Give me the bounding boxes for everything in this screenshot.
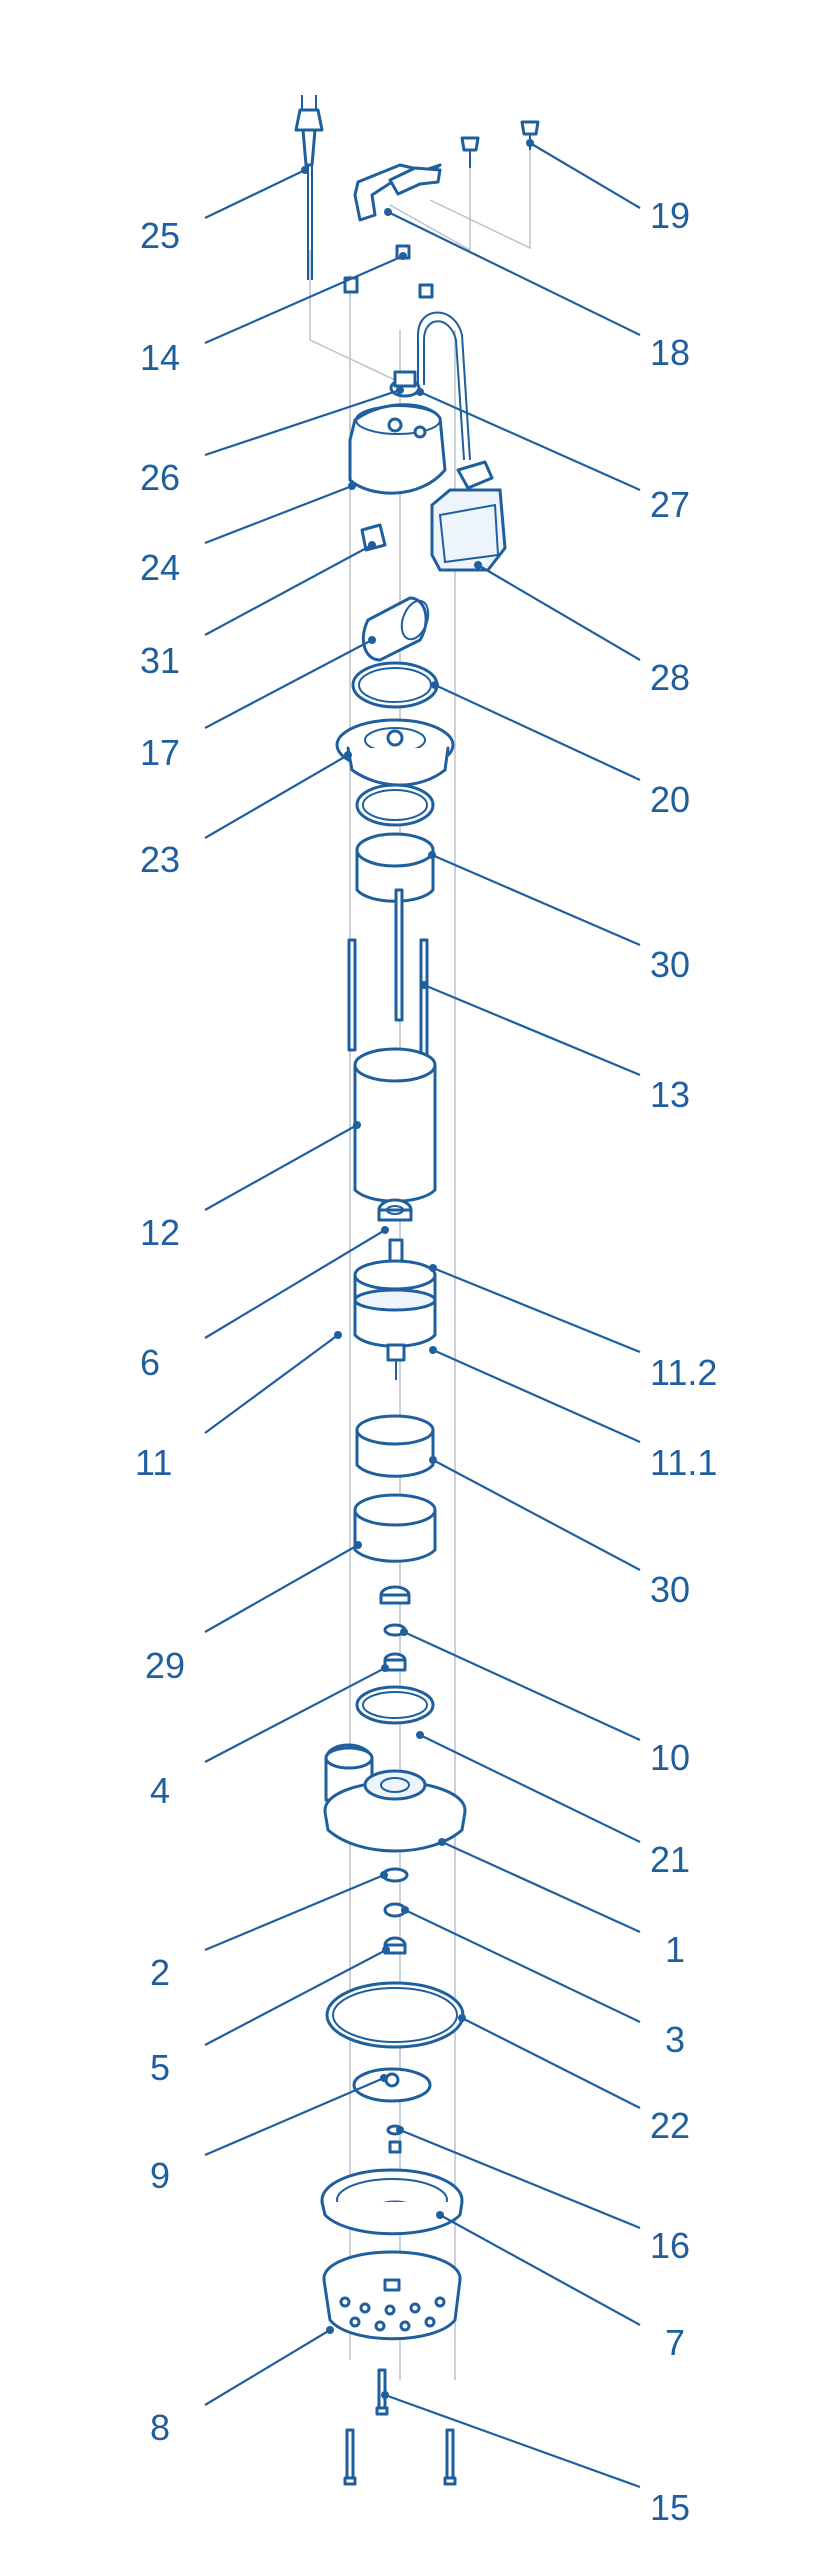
label-16: 16 xyxy=(650,2225,690,2266)
part-13-tie-rods xyxy=(347,888,429,1062)
part-17-capacitor xyxy=(361,596,430,662)
part-31-block xyxy=(360,523,387,552)
label-18: 18 xyxy=(650,332,690,373)
label-15: 15 xyxy=(650,2487,690,2528)
label-8: 8 xyxy=(150,2407,170,2448)
part-19-screw xyxy=(460,120,540,168)
label-9: 9 xyxy=(150,2155,170,2196)
o-ring-upper xyxy=(355,783,435,827)
label-13: 13 xyxy=(650,1074,690,1115)
label-19: 19 xyxy=(650,195,690,236)
label-2: 2 xyxy=(150,1952,170,1993)
part-5 xyxy=(383,1936,407,1955)
part-4-seal xyxy=(383,1652,407,1672)
part-12-stator-housing xyxy=(353,1047,437,1203)
labels: 25 19 14 18 26 27 24 28 31 17 20 23 30 1… xyxy=(135,195,717,2528)
label-27: 27 xyxy=(650,484,690,525)
label-11-2: 11.2 xyxy=(650,1352,717,1393)
label-14: 14 xyxy=(140,337,180,378)
part-29-sleeve xyxy=(353,1493,437,1563)
label-29: 29 xyxy=(145,1645,185,1686)
label-21: 21 xyxy=(650,1839,690,1880)
label-11: 11 xyxy=(135,1442,172,1483)
part-7-volute xyxy=(320,2168,464,2236)
label-17: 17 xyxy=(140,732,180,773)
part-11-rotor xyxy=(353,1238,437,1380)
label-22: 22 xyxy=(650,2105,690,2146)
part-9-impeller xyxy=(352,2067,432,2103)
label-5: 5 xyxy=(150,2047,170,2088)
part-24-motor-cover xyxy=(348,403,447,495)
bearing-lower xyxy=(379,1585,411,1605)
part-21-o-ring xyxy=(355,1685,435,1725)
part-30-lower-sleeve xyxy=(355,1414,435,1478)
label-11-1: 11.1 xyxy=(650,1442,717,1483)
label-12: 12 xyxy=(140,1212,180,1253)
label-10: 10 xyxy=(650,1737,690,1778)
part-22-large-o-ring xyxy=(325,1981,465,2049)
part-18-handle xyxy=(353,163,442,222)
part-6-bearing xyxy=(377,1198,413,1222)
label-25: 25 xyxy=(140,215,180,256)
label-3: 3 xyxy=(665,2019,685,2060)
label-24: 24 xyxy=(140,547,180,588)
label-1: 1 xyxy=(665,1929,685,1970)
part-27-float-cable xyxy=(417,311,471,461)
part-25-cable-plug xyxy=(294,95,324,280)
part-28-float-switch xyxy=(430,460,507,572)
label-4: 4 xyxy=(150,1770,170,1811)
label-28: 28 xyxy=(650,657,690,698)
part-14-fitting xyxy=(343,244,434,299)
part-20-o-ring xyxy=(351,661,439,709)
label-23: 23 xyxy=(140,839,180,880)
part-15-screws xyxy=(343,2368,457,2486)
leaders xyxy=(204,139,641,2489)
label-6: 6 xyxy=(140,1342,160,1383)
label-7: 7 xyxy=(665,2322,685,2363)
label-20: 20 xyxy=(650,779,690,820)
label-30-upper: 30 xyxy=(650,944,690,985)
part-8-strainer xyxy=(322,2250,462,2341)
label-30-lower: 30 xyxy=(650,1569,690,1610)
part-23-flange xyxy=(335,718,455,787)
part-1-pump-body xyxy=(323,1743,467,1853)
label-31: 31 xyxy=(140,640,180,681)
part-26-gland xyxy=(389,370,421,398)
label-26: 26 xyxy=(140,457,180,498)
